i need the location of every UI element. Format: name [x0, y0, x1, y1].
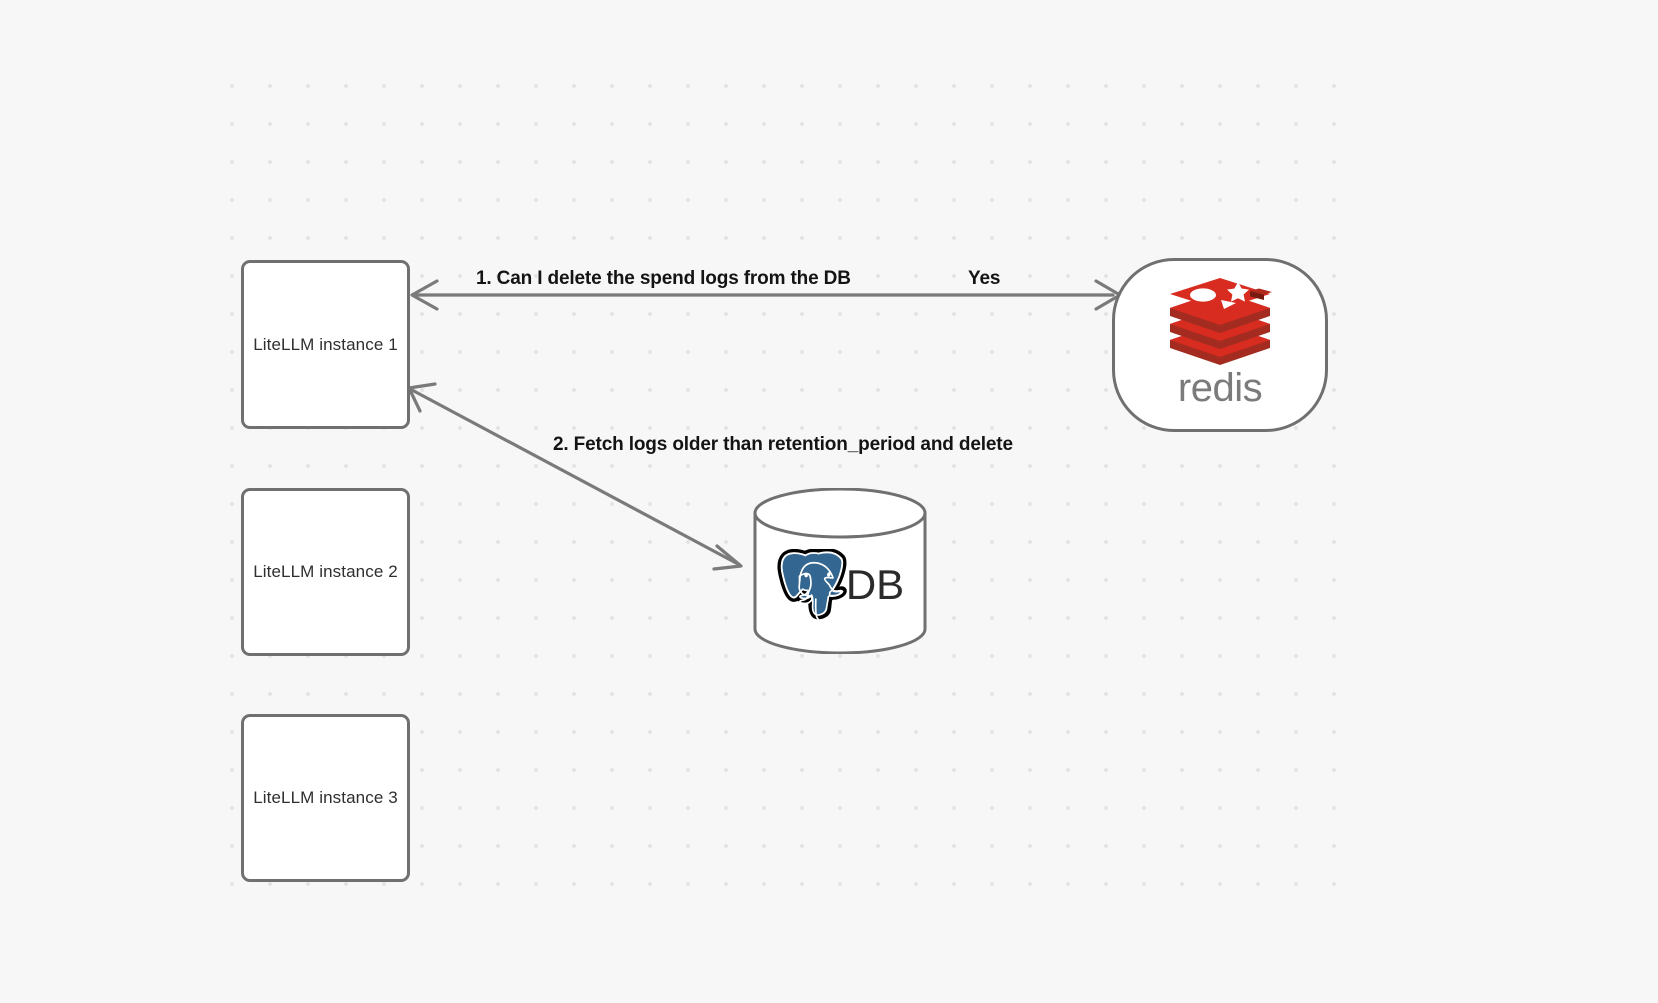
- edge-1-label: 1. Can I delete the spend logs from the …: [476, 268, 851, 289]
- edge-2-line: [410, 388, 740, 566]
- node-litellm-instance-1-label: LiteLLM instance 1: [253, 334, 398, 354]
- edge-2-arrowhead-start: [407, 382, 437, 413]
- node-litellm-instance-3-label: LiteLLM instance 3: [253, 788, 398, 807]
- edge-1-reply-label: Yes: [968, 268, 1001, 289]
- db-label: DB: [845, 561, 905, 608]
- redis-logo-icon: [1170, 278, 1272, 365]
- redis-wordmark: redis: [1177, 366, 1263, 410]
- db-label-group: DB: [752, 549, 928, 621]
- node-litellm-instance-1[interactable]: LiteLLM instance 1: [241, 260, 410, 429]
- node-litellm-instance-2-label: LiteLLM instance 2: [253, 562, 398, 581]
- postgresql-elephant-icon: [777, 549, 847, 621]
- edge-2-label: 2. Fetch logs older than retention_perio…: [553, 434, 1013, 455]
- node-redis[interactable]: redis: [1112, 258, 1328, 432]
- edge-1-arrowhead-left: [410, 279, 439, 311]
- node-database[interactable]: DB: [752, 488, 928, 654]
- node-litellm-instance-2[interactable]: LiteLLM instance 2: [241, 488, 410, 656]
- redis-logo-group: redis: [1166, 278, 1274, 408]
- node-litellm-instance-3[interactable]: LiteLLM instance 3: [241, 714, 410, 882]
- edge-2-arrowhead-end: [712, 544, 743, 571]
